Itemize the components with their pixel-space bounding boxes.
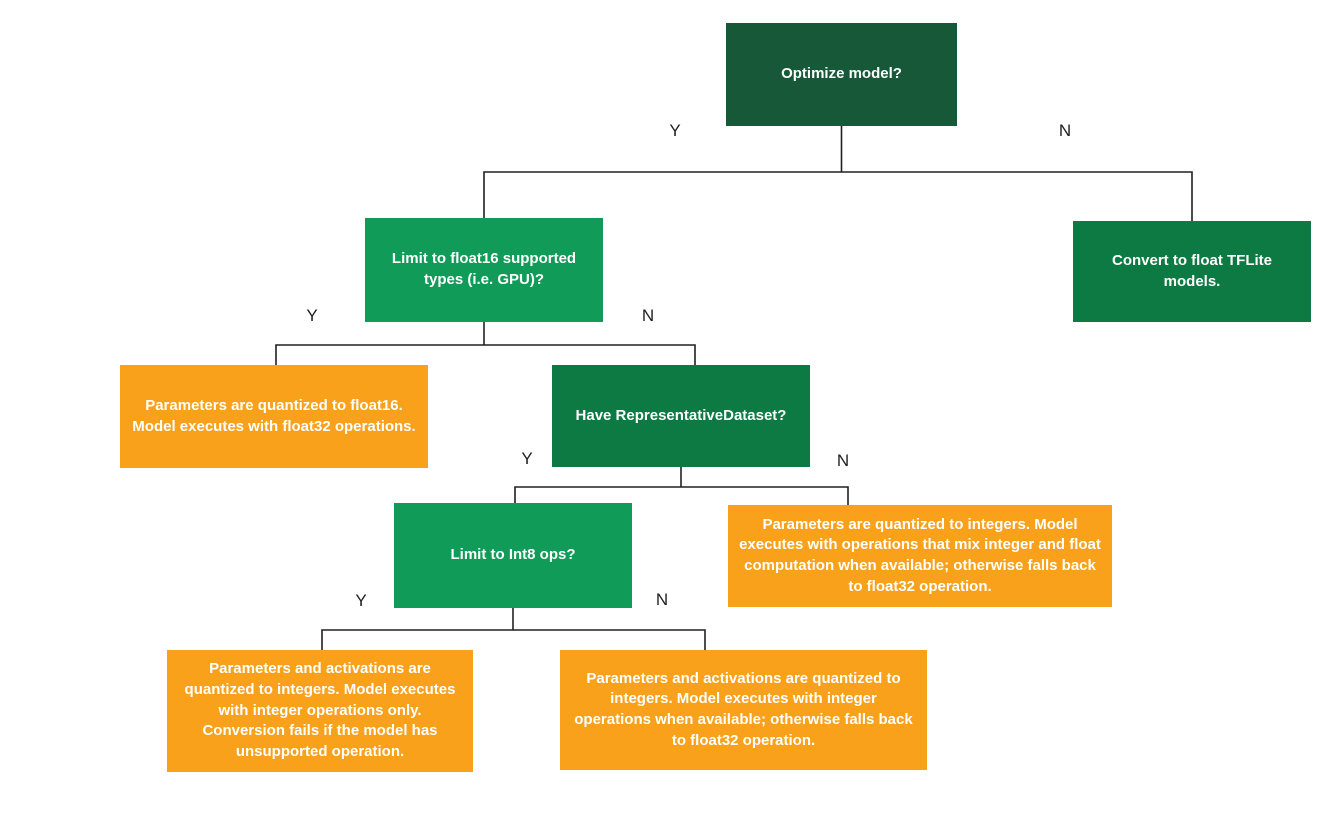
node-convert-float-tflite-label: Convert to float TFLite models.	[1112, 251, 1272, 290]
branch-label-int8-yes: Y	[355, 591, 367, 610]
node-quantized-int-mixed: Parameters are quantized to integers. Mo…	[728, 505, 1112, 607]
node-limit-int8-ops-label: Limit to Int8 ops?	[450, 546, 576, 564]
node-limit-float16: Limit to float16 supported types (i.e. G…	[365, 218, 603, 322]
branch-label-optimize-yes: Y	[669, 121, 681, 140]
node-quantized-float16-label: Parameters are quantized to float16. Mod…	[132, 396, 416, 435]
branch-label-float16-no: N	[641, 306, 655, 325]
branch-label-dataset-no: N	[836, 451, 850, 470]
connector-level2-branch	[275, 344, 696, 365]
node-quantized-int-only: Parameters and activations are quantized…	[167, 650, 473, 772]
branch-label-int8-no: N	[655, 590, 669, 609]
node-quantized-int-fallback: Parameters and activations are quantized…	[560, 650, 927, 770]
node-quantized-float16: Parameters are quantized to float16. Mod…	[120, 365, 428, 468]
connector-level4-branch	[321, 629, 706, 650]
branch-label-dataset-yes: Y	[521, 449, 533, 468]
node-limit-int8-ops: Limit to Int8 ops?	[394, 503, 632, 608]
node-have-representative-dataset: Have RepresentativeDataset?	[552, 365, 810, 467]
branch-label-optimize-no: N	[1058, 121, 1072, 140]
node-quantized-int-mixed-label: Parameters are quantized to integers. Mo…	[739, 515, 1101, 595]
node-have-representative-dataset-label: Have RepresentativeDataset?	[575, 406, 787, 424]
node-quantized-int-only-label: Parameters and activations are quantized…	[184, 660, 456, 761]
node-quantized-int-fallback-label: Parameters and activations are quantized…	[574, 669, 913, 749]
node-limit-float16-label: Limit to float16 supported types (i.e. G…	[391, 250, 577, 288]
connector-level1-branch	[483, 171, 1193, 221]
node-convert-float-tflite: Convert to float TFLite models.	[1073, 221, 1311, 322]
node-optimize-model-label: Optimize model?	[781, 65, 902, 83]
branch-label-float16-yes: Y	[306, 306, 318, 325]
node-optimize-model: Optimize model?	[726, 23, 957, 126]
